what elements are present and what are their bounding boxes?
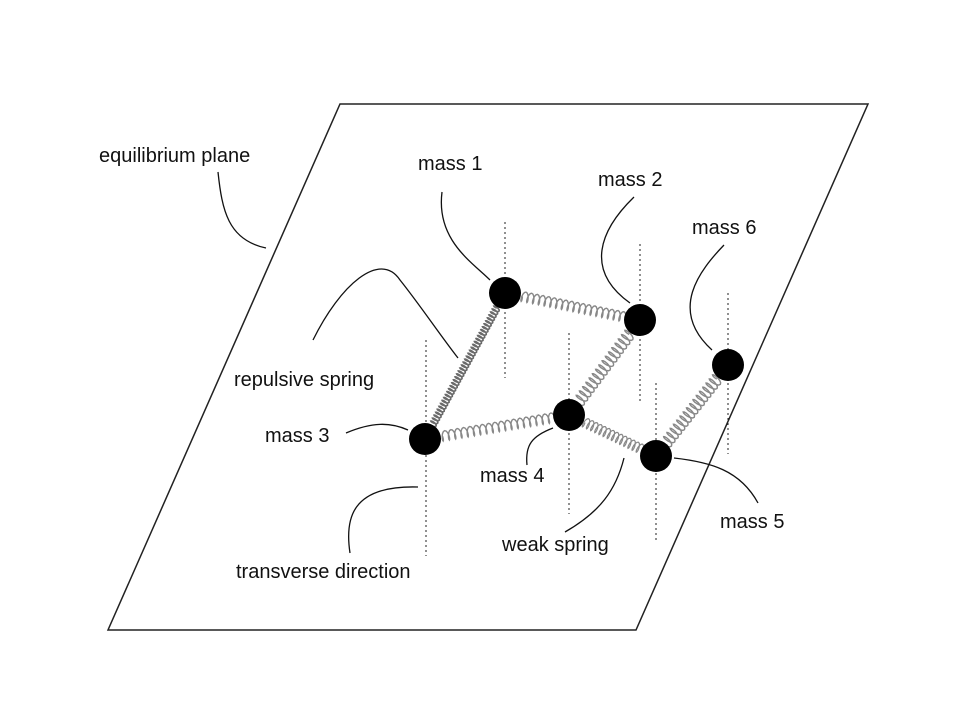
leader-transverse	[347, 486, 419, 554]
springs	[429, 291, 722, 454]
label-equilibrium-plane: equilibrium plane	[99, 145, 250, 167]
spring-4-5-weak	[581, 418, 645, 454]
label-weak-spring: weak spring	[501, 534, 609, 556]
leader-mass5	[673, 457, 759, 504]
spring-repulsive-1-3	[429, 305, 500, 428]
label-transverse-direction: transverse direction	[236, 561, 411, 583]
label-mass-5: mass 5	[720, 511, 784, 533]
label-mass-2: mass 2	[598, 169, 662, 191]
mass-2	[624, 304, 656, 336]
mass-6	[712, 349, 744, 381]
label-mass-4: mass 4	[480, 465, 544, 487]
label-mass-1: mass 1	[418, 153, 482, 175]
mass-5	[640, 440, 672, 472]
leader-mass3	[345, 423, 409, 434]
leader-mass2	[600, 196, 635, 304]
masses	[409, 277, 744, 472]
leader-plane	[217, 171, 267, 249]
equilibrium-plane	[106, 103, 870, 631]
leader-mass1	[440, 191, 491, 281]
leader-mass6	[689, 244, 725, 351]
leader-lines	[217, 171, 759, 554]
spring-6-5	[662, 374, 722, 448]
transverse-lines	[425, 222, 729, 556]
label-mass-6: mass 6	[692, 217, 756, 239]
mass-3	[409, 423, 441, 455]
leader-repulsive	[312, 268, 459, 359]
spring-3-4	[441, 412, 556, 443]
leader-mass4	[526, 427, 554, 466]
label-repulsive-spring: repulsive spring	[234, 369, 374, 391]
spring-1-2	[520, 291, 627, 323]
leader-weak	[564, 457, 625, 533]
spring-2-4	[575, 329, 634, 407]
labels: equilibrium plane mass 1 mass 2 mass 6 r…	[99, 145, 784, 583]
mass-1	[489, 277, 521, 309]
label-mass-3: mass 3	[265, 425, 329, 447]
mass-4	[553, 399, 585, 431]
